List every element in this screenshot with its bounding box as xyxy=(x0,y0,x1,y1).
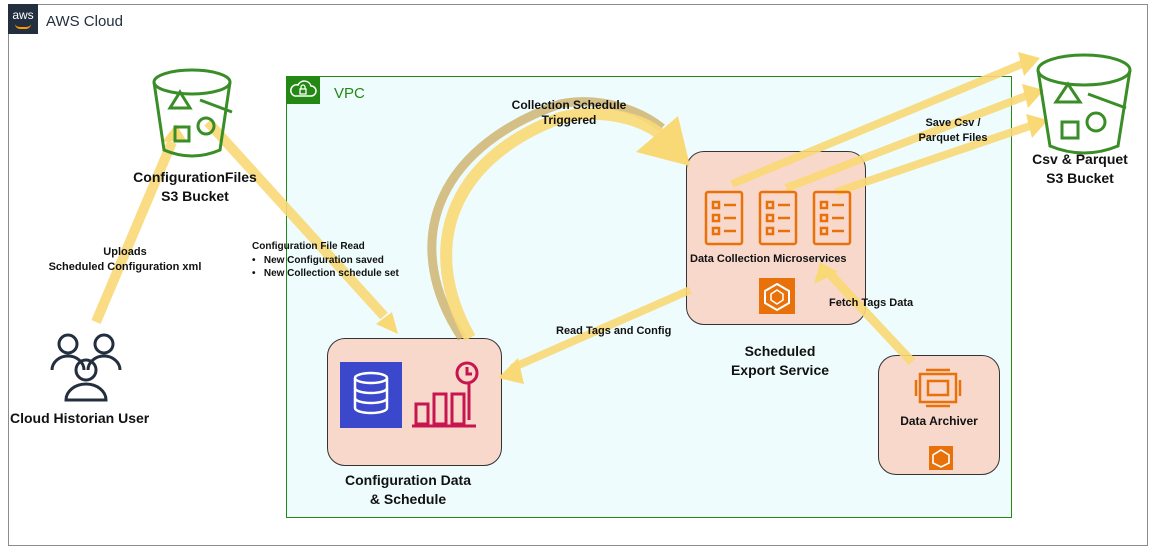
aws-cloud-title: AWS Cloud xyxy=(46,13,123,30)
scheduled-export-label-line1: Scheduled xyxy=(744,343,816,359)
microservices-label: Data Collection Microservices xyxy=(690,253,847,265)
scheduled-export-label: Scheduled Export Service xyxy=(700,342,860,380)
microservice-icon-2 xyxy=(758,190,798,246)
output-bucket-label-line1: Csv & Parquet xyxy=(1032,151,1128,167)
read-tags-label: Read Tags and Config xyxy=(556,325,672,337)
aws-logo-icon: aws xyxy=(8,4,38,34)
save-files-label: Save Csv / Parquet Files xyxy=(898,116,1008,146)
output-bucket-label-line2: S3 Bucket xyxy=(1046,170,1114,186)
collection-schedule-arrow xyxy=(427,97,690,341)
fetch-tags-arrow xyxy=(814,262,916,366)
save-files-arrows xyxy=(730,52,1048,196)
uploads-label-line2: Scheduled Configuration xml xyxy=(48,261,202,273)
config-data-label-line1: Configuration Data xyxy=(345,472,471,488)
config-read-bullet-2: • New Collection schedule set xyxy=(252,268,399,279)
scheduled-export-box xyxy=(686,151,866,325)
config-data-label: Configuration Data & Schedule xyxy=(318,471,498,509)
config-read-bullet-1: • New Configuration saved xyxy=(252,255,384,266)
config-read-arrow xyxy=(204,118,398,334)
metrics-clock-icon xyxy=(412,361,479,428)
vpc-cloud-lock-icon xyxy=(286,76,320,104)
data-archiver-ecs-icon xyxy=(929,446,953,470)
config-bucket-label-line1: ConfigurationFiles xyxy=(133,169,257,185)
collection-schedule-label-line1: Collection Schedule xyxy=(511,98,627,112)
aws-cloud-group xyxy=(8,4,1148,546)
collection-schedule-label-line2: Triggered xyxy=(541,113,597,127)
output-bucket-label: Csv & Parquet S3 Bucket xyxy=(1010,150,1150,188)
uploads-label: Uploads Scheduled Configuration xml xyxy=(20,245,230,275)
config-data-label-line2: & Schedule xyxy=(369,491,447,507)
read-tags-arrow xyxy=(498,286,692,384)
user-group-icon xyxy=(50,333,122,402)
save-files-label-line2: Parquet Files xyxy=(918,132,988,144)
vpc-title: VPC xyxy=(334,85,365,102)
ecs-service-icon xyxy=(759,278,795,314)
save-files-label-line1: Save Csv / xyxy=(925,117,981,129)
data-archiver-chip-icon xyxy=(914,368,962,408)
database-icon xyxy=(340,362,402,428)
aws-logo-text: aws xyxy=(12,8,34,22)
config-s3-bucket-icon xyxy=(152,68,233,158)
fetch-tags-label: Fetch Tags Data xyxy=(829,297,914,309)
microservice-icon-3 xyxy=(812,190,852,246)
microservice-icon-1 xyxy=(704,190,744,246)
output-s3-bucket-icon xyxy=(1036,53,1132,155)
data-archiver-label: Data Archiver xyxy=(900,414,978,428)
scheduled-export-label-line2: Export Service xyxy=(730,362,830,378)
config-read-title: Configuration File Read xyxy=(252,241,365,252)
config-bucket-label-line2: S3 Bucket xyxy=(161,188,229,204)
collection-schedule-label: Collection Schedule Triggered xyxy=(494,98,644,128)
uploads-label-line1: Uploads xyxy=(103,246,147,258)
config-read-label: Configuration File Read • New Configurat… xyxy=(252,241,399,280)
user-label: Cloud Historian User xyxy=(10,410,150,426)
config-bucket-label: ConfigurationFiles S3 Bucket xyxy=(110,168,280,206)
